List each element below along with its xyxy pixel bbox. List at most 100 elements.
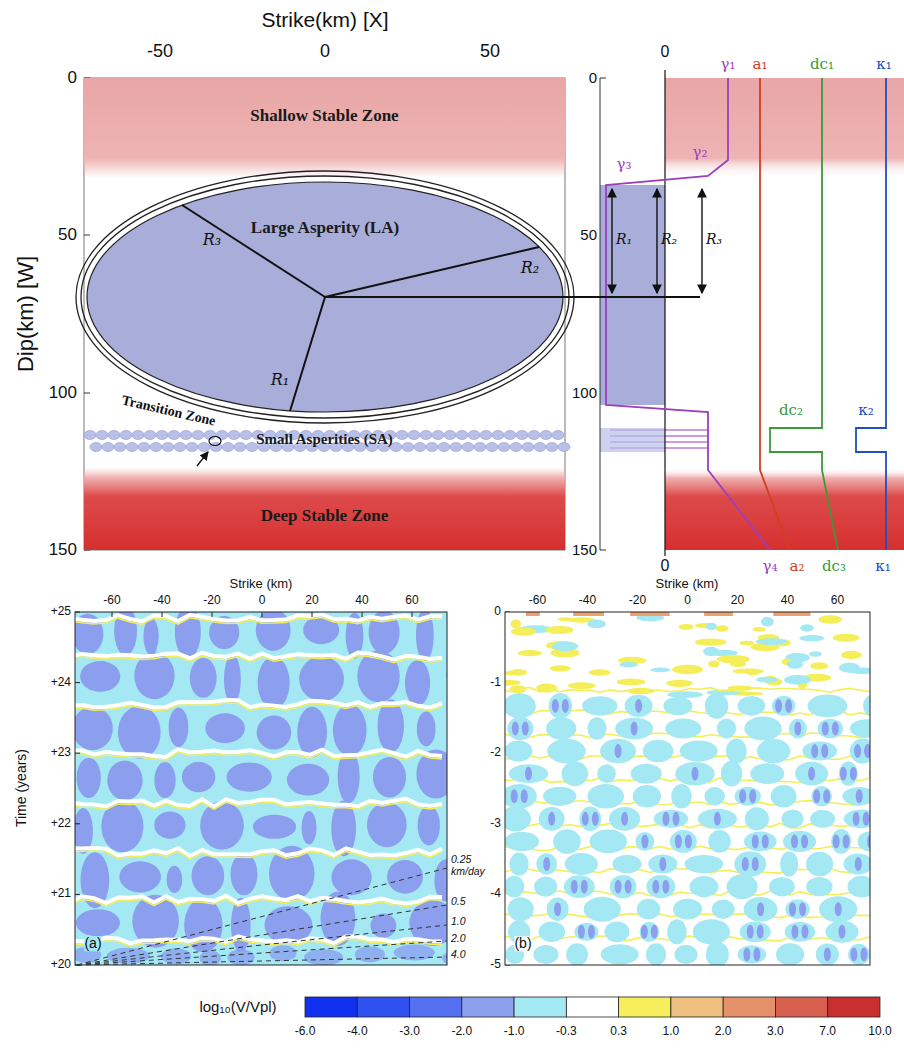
- small-asperity: [450, 443, 462, 452]
- axis-label: -50: [147, 42, 173, 62]
- asperity-band: Small Asperities (SA): [84, 428, 565, 454]
- speckle: [588, 669, 610, 675]
- zero-line: [664, 70, 665, 556]
- rupture-core: [775, 699, 782, 713]
- rupture-core: [522, 721, 529, 735]
- rupture-patch: [734, 851, 766, 877]
- axis-label: 2.0: [715, 1025, 732, 1038]
- axis-label: Time (years): [14, 749, 29, 827]
- axis-label: Dip(km) [W]: [14, 256, 38, 372]
- map-ground: [505, 612, 870, 965]
- axis-label: -0.3: [556, 1025, 577, 1038]
- axis-label: 40: [355, 594, 368, 607]
- rupture-patch: [167, 866, 183, 893]
- speckle: [545, 626, 573, 634]
- small-asperity: [96, 431, 108, 440]
- small-asperity: [108, 431, 120, 440]
- rupture-patch: [546, 717, 576, 740]
- speckle: [703, 647, 719, 657]
- rupture-patch: [740, 921, 771, 942]
- rupture-core: [672, 812, 679, 826]
- rupture-patch: [205, 713, 245, 743]
- small-asperity: [156, 431, 168, 440]
- colorbar-segment: [514, 997, 566, 1017]
- front-line: [75, 752, 442, 760]
- rupture-patch: [505, 741, 532, 762]
- rupture-patch: [802, 742, 837, 761]
- rupture-patch: [587, 717, 606, 739]
- small-asperity: [138, 443, 150, 452]
- speckle: [619, 662, 638, 667]
- speckle: [841, 651, 862, 659]
- speckle: [761, 617, 774, 626]
- colorbar-segment: [775, 997, 827, 1017]
- rupture-patch: [190, 658, 217, 698]
- axis-label: 7.0: [819, 1025, 836, 1038]
- tick: [362, 612, 363, 617]
- tick: [162, 612, 163, 617]
- axis-label: 0.3: [610, 1025, 627, 1038]
- rupture-core: [824, 947, 831, 961]
- rupture-patch: [200, 801, 244, 849]
- speckle: [739, 641, 754, 646]
- rupture-patch: [839, 762, 858, 786]
- small-asperity: [498, 443, 510, 452]
- axis-label: 4.0: [451, 949, 466, 961]
- rupture-patch: [77, 758, 101, 798]
- streak: [773, 612, 810, 616]
- axis-label: 2.0: [451, 933, 466, 945]
- rupture-core: [853, 812, 860, 826]
- rupture-patch: [505, 876, 524, 898]
- rupture-patch: [811, 786, 832, 806]
- axis-label: +25: [51, 605, 71, 618]
- tick: [84, 393, 90, 394]
- rupture-patch: [850, 719, 870, 737]
- axis-label: 0: [68, 69, 77, 88]
- rupture-patch: [534, 877, 557, 897]
- speed-line: [77, 941, 447, 965]
- tick: [412, 612, 413, 617]
- rupture-patch: [625, 695, 653, 717]
- small-asperity: [90, 443, 102, 452]
- colorbar-segment: [723, 997, 775, 1017]
- small-asperity: [84, 431, 96, 440]
- rupture-patch: [304, 949, 343, 965]
- slip-rate-map: [75, 612, 447, 965]
- small-asperity: [528, 431, 540, 440]
- rupture-patch: [574, 923, 598, 941]
- rupture-patch: [782, 809, 804, 828]
- rupture-patch: [745, 807, 769, 830]
- rupture-patch: [757, 739, 790, 764]
- rupture-core: [855, 857, 862, 871]
- speckle: [568, 682, 596, 689]
- axis-label: R₂: [661, 232, 677, 247]
- rupture-core: [554, 902, 561, 916]
- rupture-patch: [253, 815, 296, 839]
- axis-label: -2.0: [451, 1025, 472, 1038]
- rupture-patch: [671, 784, 692, 808]
- rupture-core: [552, 699, 559, 713]
- small-asperity: [408, 431, 420, 440]
- rupture-core: [592, 812, 599, 826]
- rupture-core: [588, 925, 595, 939]
- rupture-core: [753, 947, 760, 961]
- axis-label: 100: [572, 385, 597, 402]
- rupture-patch: [565, 853, 598, 875]
- axis-label: a₂: [790, 558, 805, 575]
- small-asperity: [228, 431, 240, 440]
- speckle: [756, 638, 788, 645]
- rupture-patch: [646, 943, 666, 965]
- rupture-core: [835, 902, 842, 916]
- small-asperity: [480, 431, 492, 440]
- rupture-patch: [819, 896, 857, 922]
- small-asperity: [438, 443, 450, 452]
- tick: [112, 612, 113, 617]
- rupture-patch: [579, 807, 601, 832]
- rupture-patch: [507, 717, 533, 741]
- rupture-core: [512, 721, 519, 735]
- dc-curve: [770, 78, 838, 550]
- slip-rate-map: [505, 612, 870, 965]
- speed-line: [77, 868, 447, 965]
- speed-line: [77, 925, 447, 965]
- rupture-patch: [553, 829, 581, 854]
